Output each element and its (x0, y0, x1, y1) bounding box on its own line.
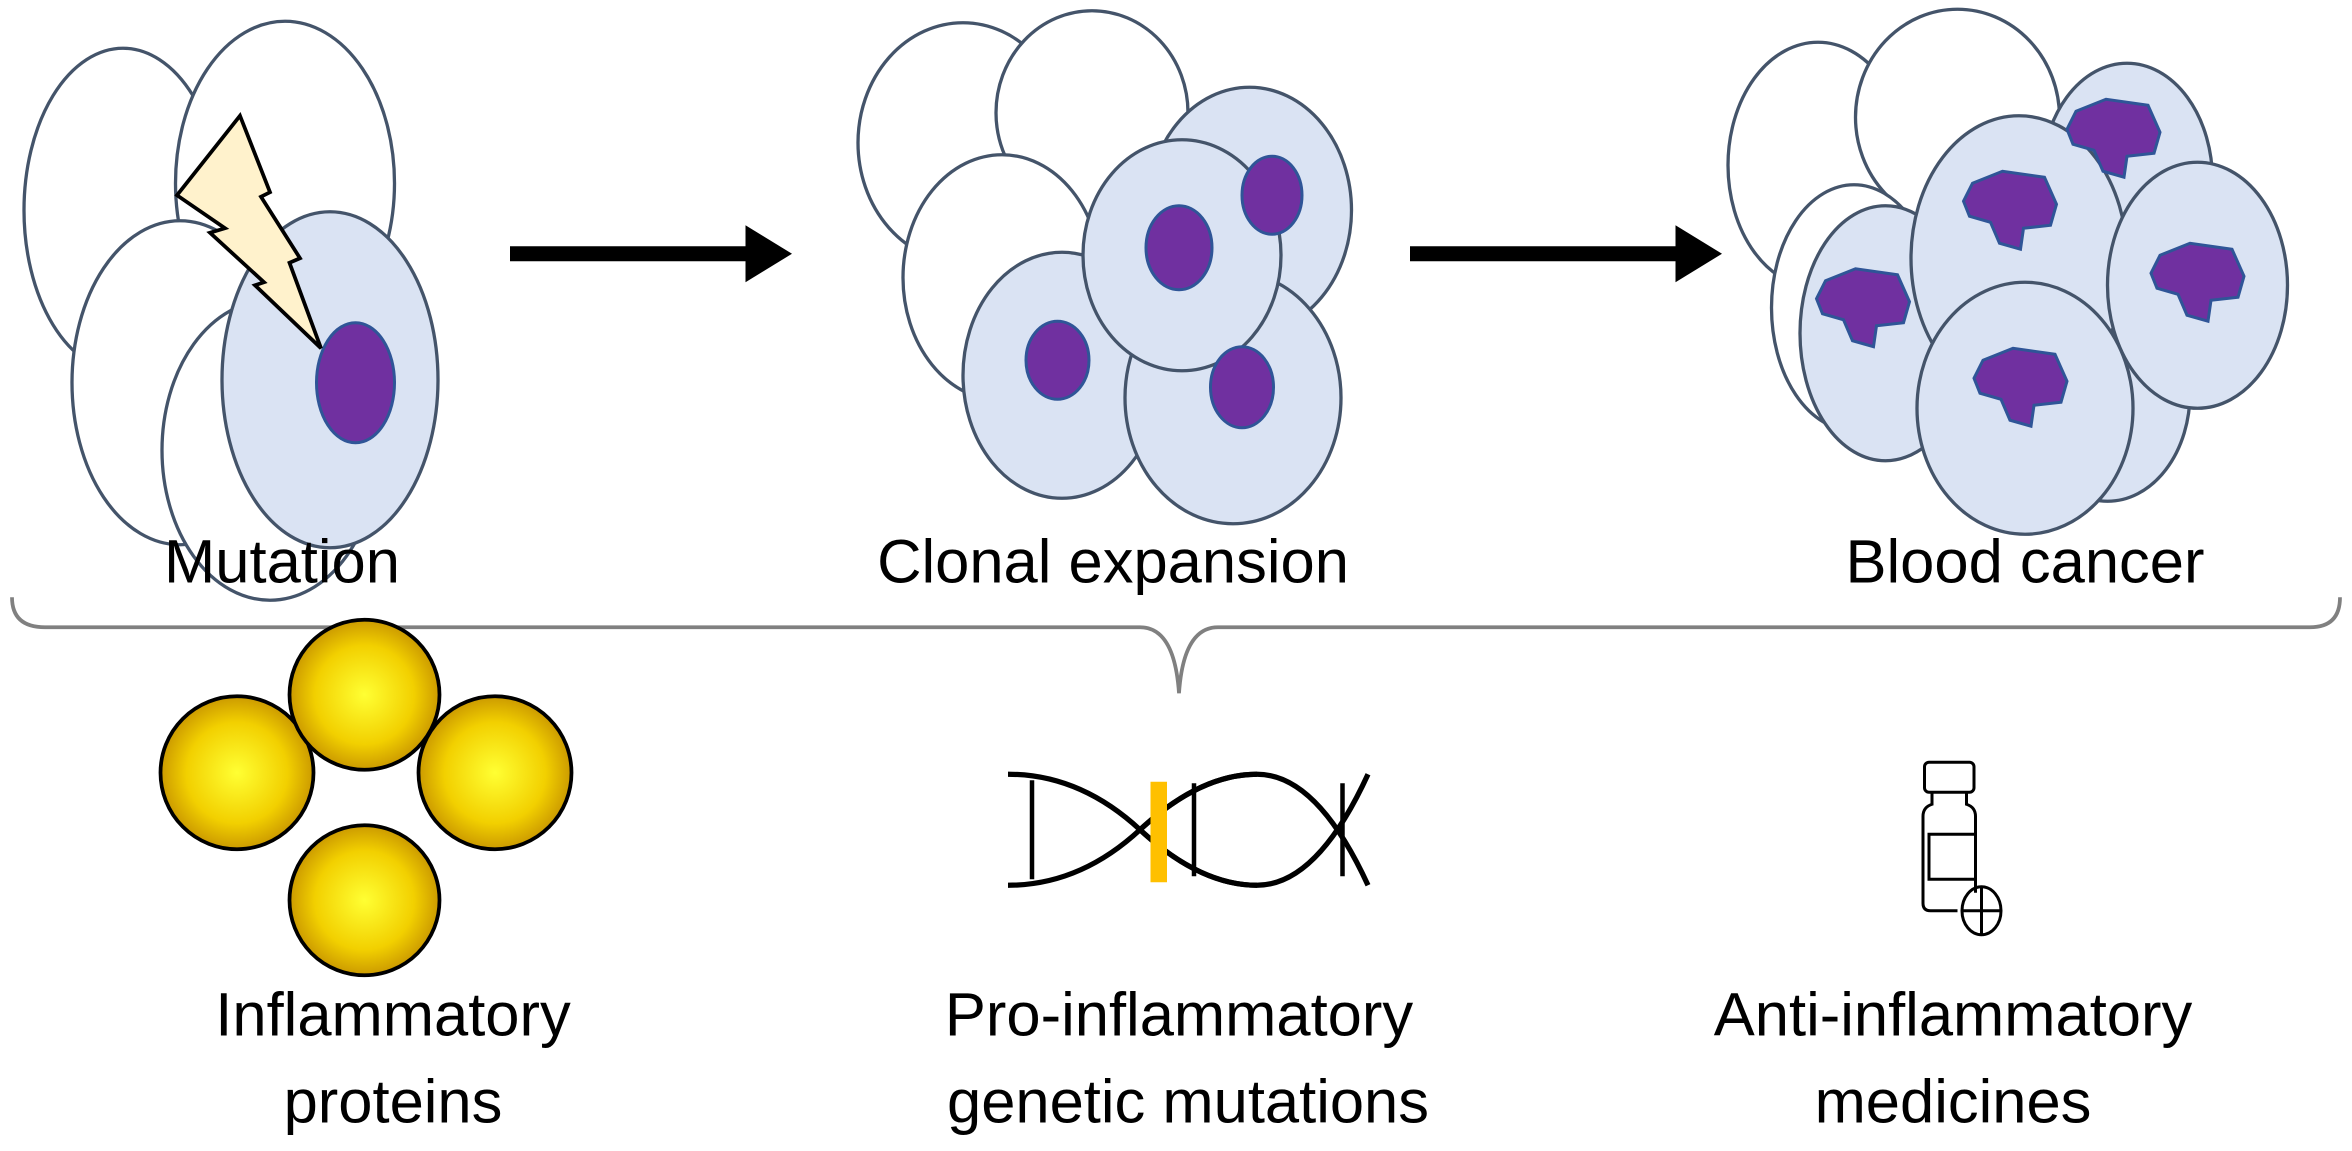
factor-label-medicines: medicines (1815, 1067, 2092, 1136)
lightning-icon (174, 112, 323, 350)
mutant-nucleus (315, 321, 396, 445)
factor-label-genetic-mutations: genetic mutations (947, 1067, 1429, 1136)
factor-label-proteins: proteins (284, 1067, 503, 1136)
arrow-right-icon (510, 225, 792, 283)
dna-icon (1007, 771, 1371, 888)
mutation-marker (1150, 781, 1167, 883)
mutation-cells (22, 19, 440, 602)
stage-label-mutation: Mutation (164, 527, 400, 596)
irregular-nucleus (2149, 241, 2246, 324)
factor-label-anti-inflammatory: Anti-inflammatory (1714, 980, 2193, 1049)
irregular-nucleus (2065, 97, 2162, 180)
arrow-right-icon (1410, 225, 1722, 283)
protein-cluster-icon (158, 617, 574, 978)
blood-cancer-cells (1726, 7, 2290, 536)
factor-label-inflammatory: Inflammatory (215, 980, 571, 1049)
irregular-nucleus (1814, 267, 1912, 349)
curly-brace (10, 597, 2342, 694)
pill-bottle-icon (1921, 760, 2003, 937)
clonal-expansion-cells (856, 9, 1354, 526)
factor-label-pro-inflammatory: Pro-inflammatory (945, 980, 1413, 1049)
stage-label-blood-cancer: Blood cancer (1846, 527, 2205, 596)
irregular-nucleus (1961, 169, 2059, 252)
irregular-nucleus (1972, 346, 2069, 429)
stage-label-clonal-expansion: Clonal expansion (877, 527, 1349, 596)
